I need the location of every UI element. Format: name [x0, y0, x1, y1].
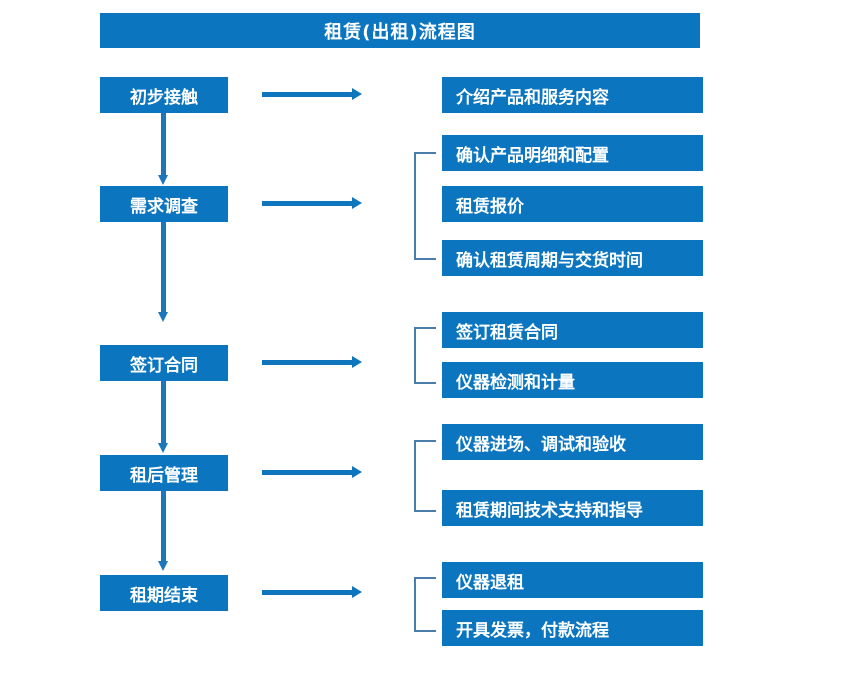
detail-box-3[interactable]: 租赁报价 — [442, 186, 703, 222]
arrow-shaft — [161, 113, 166, 175]
stage-box-initial-contact[interactable]: 初步接触 — [100, 77, 228, 113]
detail-box-8[interactable]: 租赁期间技术支持和指导 — [442, 490, 703, 526]
arrow-shaft — [262, 360, 354, 365]
horizontal-arrow-icon-5 — [262, 586, 362, 598]
vertical-arrow-icon-3 — [158, 381, 169, 453]
arrow-head — [352, 88, 362, 100]
arrow-shaft — [161, 222, 166, 312]
vertical-arrow-icon-2 — [158, 222, 169, 322]
stage-box-demand-survey[interactable]: 需求调查 — [100, 186, 228, 222]
vertical-arrow-icon-1 — [158, 113, 169, 185]
horizontal-arrow-icon-3 — [262, 356, 362, 368]
arrow-shaft — [262, 92, 354, 97]
stage-box-rental-end[interactable]: 租期结束 — [100, 575, 228, 611]
arrow-shaft — [262, 470, 354, 475]
detail-box-5[interactable]: 签订租赁合同 — [442, 312, 703, 348]
group-bracket-sign-contract — [414, 327, 436, 384]
arrow-head — [158, 443, 168, 453]
detail-box-6[interactable]: 仪器检测和计量 — [442, 362, 703, 398]
group-bracket-demand-survey — [414, 152, 436, 260]
detail-box-2[interactable]: 确认产品明细和配置 — [442, 135, 703, 171]
arrow-shaft — [161, 491, 166, 561]
chart-title-banner: 租赁(出租)流程图 — [100, 13, 700, 48]
arrow-head — [352, 197, 362, 209]
detail-box-10[interactable]: 开具发票，付款流程 — [442, 610, 703, 646]
horizontal-arrow-icon-1 — [262, 88, 362, 100]
arrow-head — [158, 561, 168, 571]
group-bracket-rental-end — [414, 577, 436, 632]
detail-box-9[interactable]: 仪器退租 — [442, 562, 703, 598]
arrow-head — [352, 586, 362, 598]
stage-box-post-rental-management[interactable]: 租后管理 — [100, 455, 228, 491]
arrow-shaft — [161, 381, 166, 443]
horizontal-arrow-icon-2 — [262, 197, 362, 209]
arrow-shaft — [262, 590, 354, 595]
group-bracket-post-rental-management — [414, 440, 436, 512]
arrow-head — [352, 466, 362, 478]
arrow-head — [352, 356, 362, 368]
detail-box-7[interactable]: 仪器进场、调试和验收 — [442, 424, 703, 460]
horizontal-arrow-icon-4 — [262, 466, 362, 478]
arrow-shaft — [262, 201, 354, 206]
detail-box-4[interactable]: 确认租赁周期与交货时间 — [442, 240, 703, 276]
vertical-arrow-icon-4 — [158, 491, 169, 571]
arrow-head — [158, 175, 168, 185]
arrow-head — [158, 312, 168, 322]
stage-box-sign-contract[interactable]: 签订合同 — [100, 345, 228, 381]
detail-box-1[interactable]: 介绍产品和服务内容 — [442, 77, 703, 113]
